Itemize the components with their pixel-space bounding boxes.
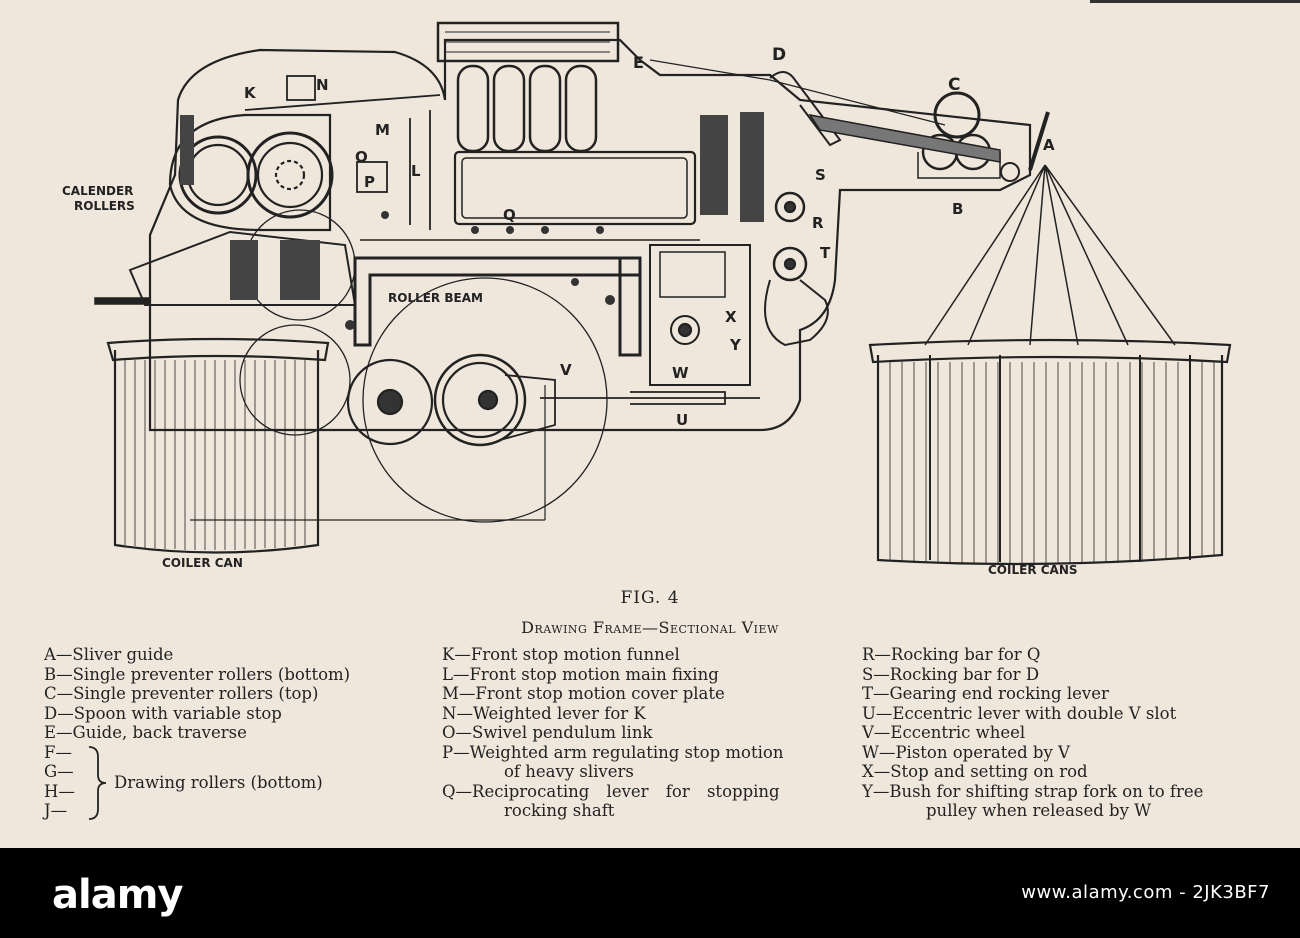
letter-t: T [820,244,831,262]
legend-item-j: J— [44,801,68,820]
legend-item-g: G— [44,762,74,781]
legend-drawing-rollers-group: F— G— H— J— Drawing rollers (bottom) [44,743,424,821]
legend-item-y: Y—Bush for shifting strap fork on to fre… [862,781,1204,801]
letter-c: C [948,75,960,95]
legend-item-v: V—Eccentric wheel [862,723,1026,742]
calender-roller-right [246,131,334,219]
letter-n: N [316,76,329,94]
letter-j: J [465,129,472,148]
label-coiler-cans: COILER CANS [988,563,1078,577]
stock-footer-bar: alamy www.alamy.com - 2JK3BF7 [0,848,1300,938]
legend-column-1: A—Sliver guide B—Single preventer roller… [44,645,424,821]
legend-item-d: D—Spoon with variable stop [44,703,282,723]
legend-item-n: N—Weighted lever for K [442,703,646,723]
letter-e: E [633,53,644,72]
curly-brace-icon [88,745,107,820]
letter-g: G [538,129,551,148]
legend-drawing-rollers-text: Drawing rollers (bottom) [114,772,323,792]
corner-rule [1090,0,1300,3]
piston-housing [649,244,751,386]
legend-item-q: Q—Reciprocating lever for stopping [442,781,780,801]
letter-y: Y [729,336,742,354]
legend-item-e: E—Guide, back traverse [44,723,247,742]
legend-item-p-continued: of heavy slivers [504,762,634,781]
right-coiler-cans [868,338,1232,566]
drawing-frame-diagram: CALENDER ROLLERS ROLLER BEAM COILER CAN … [62,21,1232,577]
legend-item-h: H— [44,781,75,801]
left-coiler-can [106,337,330,554]
legend-item-s: S—Rocking bar for D [862,664,1040,684]
legend-item-m: M—Front stop motion cover plate [442,684,725,703]
legend-item-o: O—Swivel pendulum link [442,723,653,742]
label-roller-beam: ROLLER BEAM [388,291,483,305]
page: CALENDER ROLLERS ROLLER BEAM COILER CAN … [0,0,1300,848]
calender-casing [168,113,332,232]
letter-o: O [355,148,368,166]
legend-item-u: U—Eccentric lever with double V slot [862,703,1177,723]
legend-item-a: A—Sliver guide [44,645,174,664]
figure-title: Drawing Frame—Sectional View [521,618,779,637]
legend-item-x: X—Stop and setting on rod [862,762,1088,781]
drawing-rollers [456,64,598,153]
legend-item-w: W—Piston operated by V [862,742,1070,762]
label-calender-1: CALENDER [62,184,133,198]
letter-k: K [244,84,257,102]
letter-q: Q [503,206,516,224]
q-box [453,150,697,226]
letter-p: P [364,173,375,191]
drawing-roller-letters: F— G— H— J— [44,743,75,821]
legend-column-2: K—Front stop motion funnel L—Front stop … [442,645,842,821]
legend-item-f: F— [44,742,72,762]
legend-item-b: B—Single preventer rollers (bottom) [44,664,351,684]
lower-gear-right [433,353,527,447]
image-id-text: www.alamy.com - 2JK3BF7 [1021,882,1270,903]
letter-b: B [952,200,963,218]
legend-item-k: K—Front stop motion funnel [442,645,680,664]
legend-item-y-continued: pulley when released by W [926,801,1152,820]
legend-column-3: R—Rocking bar for Q S—Rocking bar for D … [862,645,1292,821]
letter-m: M [375,121,390,139]
label-coiler-can: COILER CAN [162,556,243,570]
letter-x: X [725,308,737,326]
letter-l: L [411,162,421,180]
letter-u: U [676,411,688,429]
legend-item-c: C—Single preventer rollers (top) [44,684,319,703]
letter-h: H [501,129,514,148]
legend-item-p: P—Weighted arm regulating stop motion [442,742,784,762]
letter-d: D [772,45,786,65]
frame-outline [148,38,1032,432]
letter-w: W [672,364,689,382]
figure-number: FIG. 4 [620,588,680,608]
top-weight [436,21,620,63]
letter-a: A [1043,136,1055,154]
letter-s: S [815,166,826,184]
slivers [924,164,1176,346]
preventer-roller-top [933,91,981,139]
label-calender-2: ROLLERS [74,199,135,213]
legend-item-q-continued: rocking shaft [504,801,615,820]
legend-item-l: L—Front stop motion main fixing [442,664,719,684]
letter-v: V [560,361,572,379]
legend-item-t: T—Gearing end rocking lever [862,684,1109,703]
alamy-logo: alamy [52,872,183,918]
legend-item-r: R—Rocking bar for Q [862,645,1041,664]
letter-f: F [574,129,585,148]
letter-r: R [812,214,824,232]
lower-gear-left [346,358,434,446]
diagram-svg: CALENDER ROLLERS ROLLER BEAM COILER CAN … [62,21,1232,577]
